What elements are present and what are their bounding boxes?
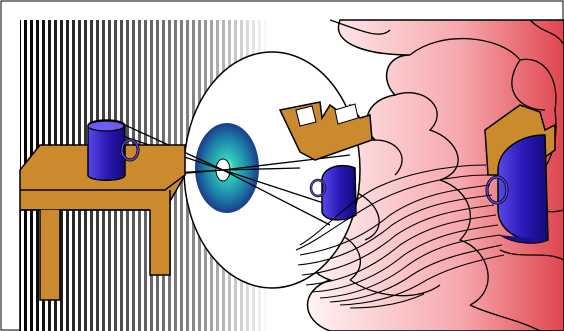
lens-icon [195,123,259,213]
